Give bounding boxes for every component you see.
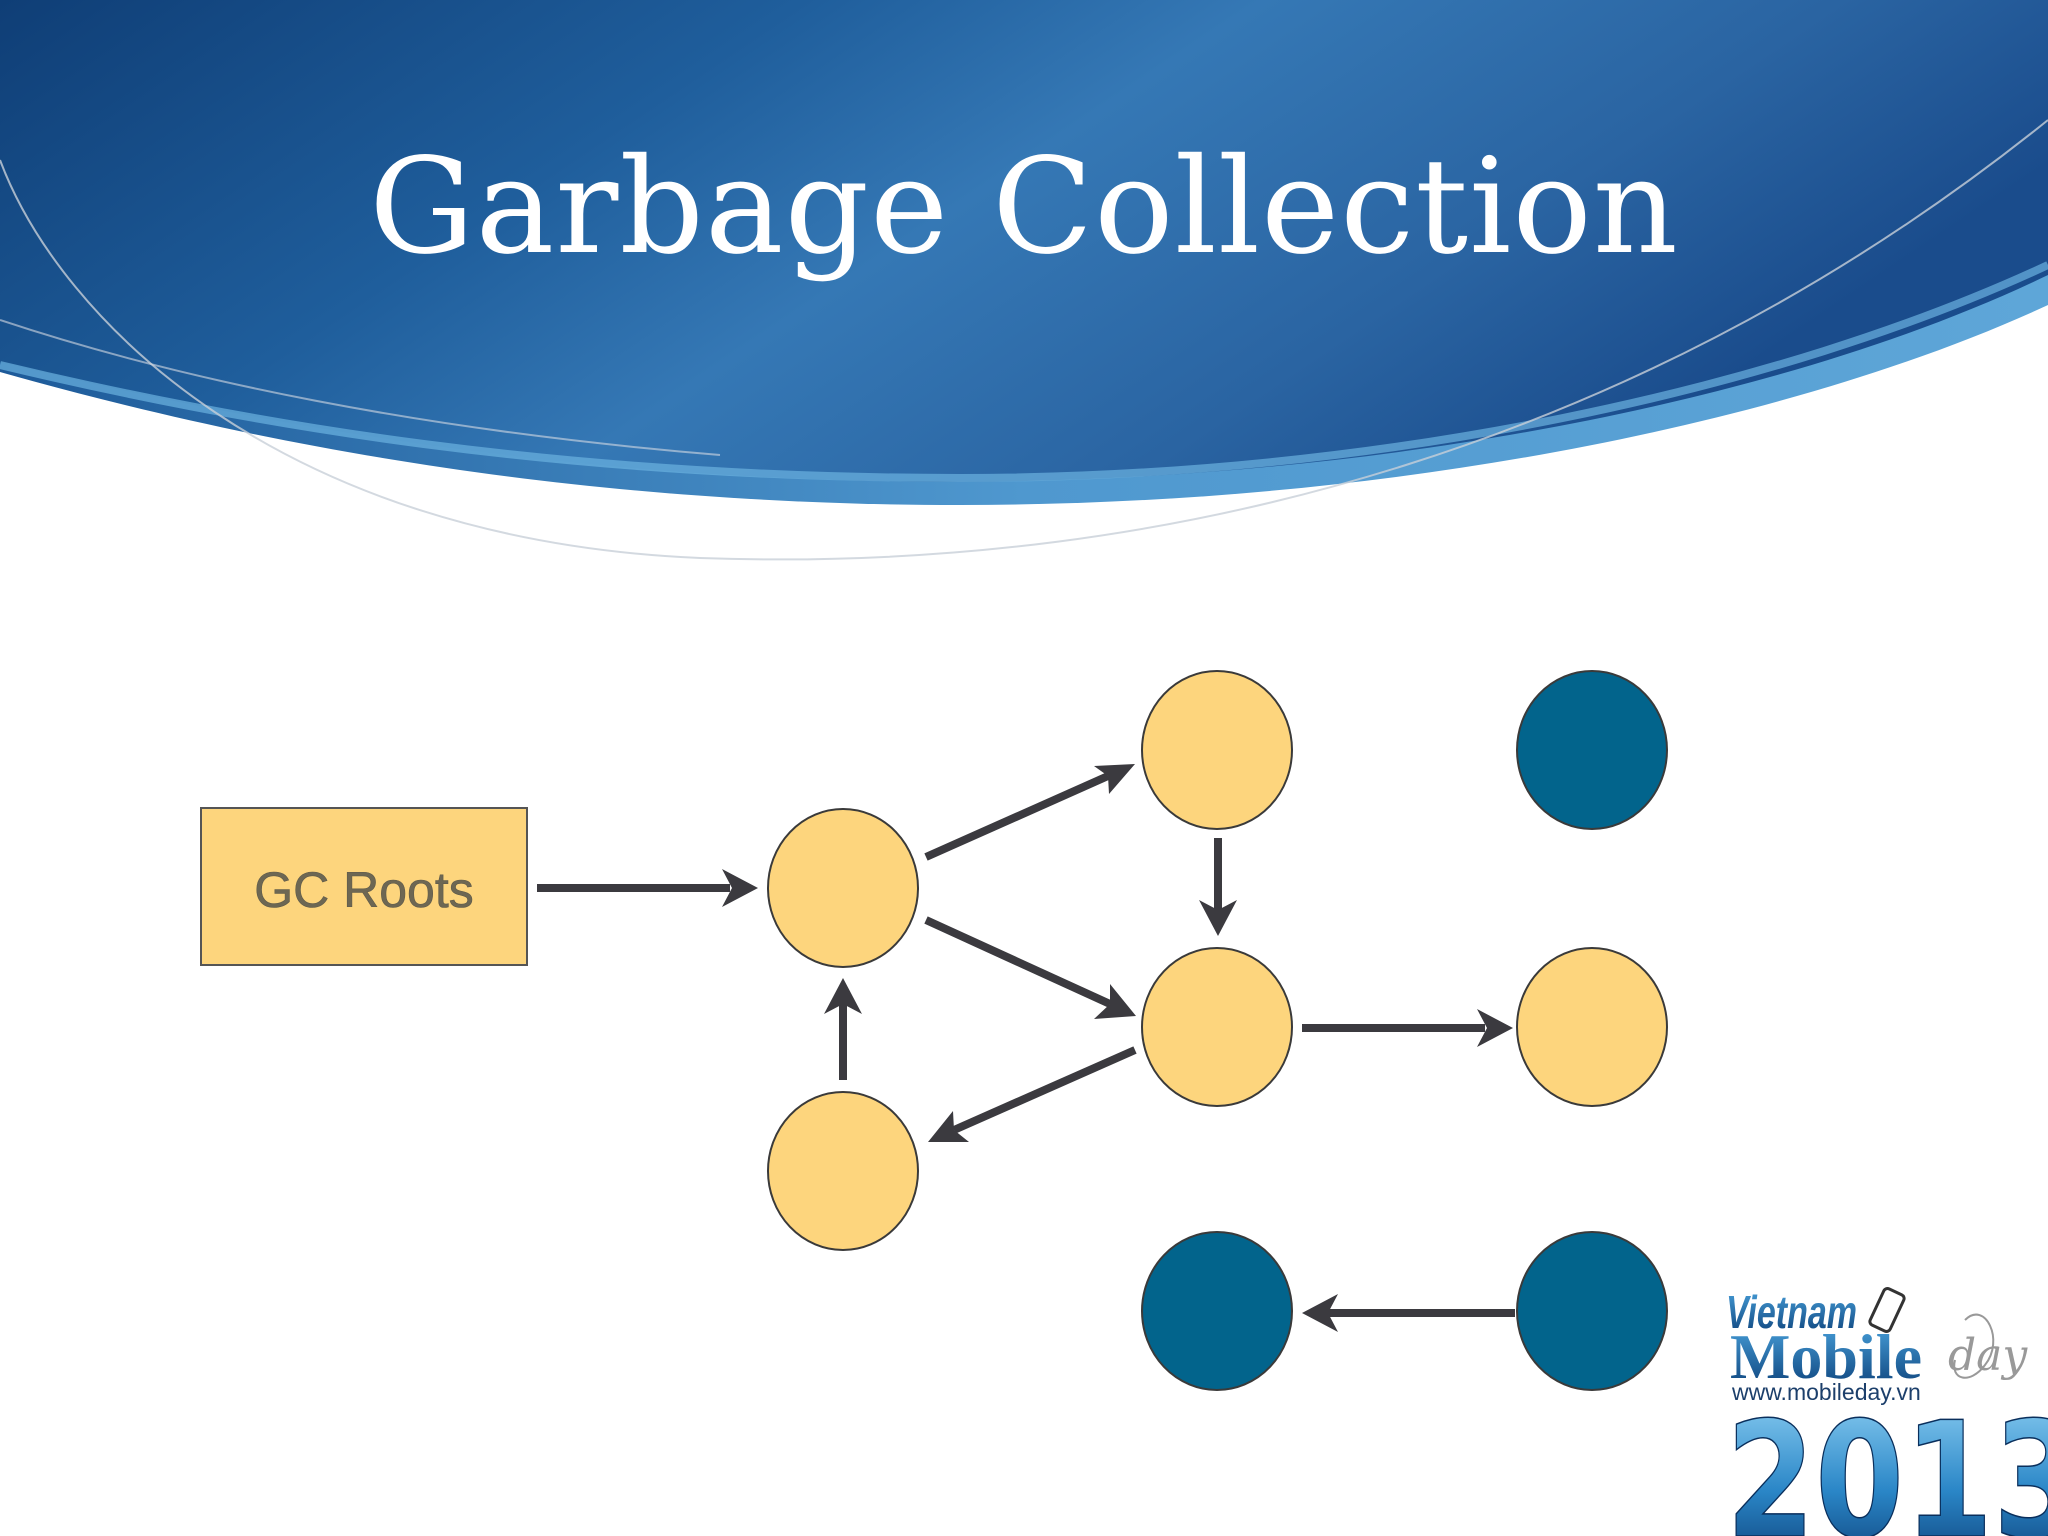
event-logo: Vietnam Mobile day www.mobileday.vn 2013 — [1725, 1286, 2048, 1536]
nodes — [767, 670, 1668, 1391]
edge-n8-to-n7 — [1302, 1294, 1515, 1332]
edge-n3-to-n5 — [1302, 1009, 1513, 1047]
logo-year: 2013 — [1726, 1389, 2048, 1536]
edge-roots-to-n1 — [537, 869, 758, 907]
logo-url: www.mobileday.vn — [1731, 1379, 1921, 1405]
object-node-unreachable — [1516, 1231, 1668, 1391]
object-node-unreachable — [1141, 1231, 1293, 1391]
edges — [537, 764, 1515, 1332]
edge-n3-to-n4 — [928, 1046, 1137, 1142]
object-node-reachable — [767, 1091, 919, 1251]
logo-line2: Mobile — [1730, 1321, 1922, 1392]
logo-script: day — [1948, 1330, 2028, 1381]
edge-n2-to-n3 — [1199, 838, 1237, 936]
edge-n1-to-n3 — [924, 916, 1136, 1019]
header-banner — [0, 0, 2048, 561]
phone-icon — [1868, 1287, 1995, 1379]
slide-title: Garbage Collection — [369, 130, 1679, 284]
gc-roots-label: GC Roots — [254, 862, 474, 918]
object-node-unreachable — [1516, 670, 1668, 830]
object-node-reachable — [767, 808, 919, 968]
gc-diagram: GC Roots — [200, 670, 1668, 1391]
logo-line1: Vietnam — [1726, 1286, 1857, 1338]
edge-n4-to-n1 — [824, 978, 862, 1080]
object-node-reachable — [1141, 670, 1293, 830]
object-node-reachable — [1141, 947, 1293, 1107]
gc-roots-box: GC Roots — [200, 807, 528, 966]
object-node-reachable — [1516, 947, 1668, 1107]
edge-n1-to-n2 — [924, 764, 1135, 861]
